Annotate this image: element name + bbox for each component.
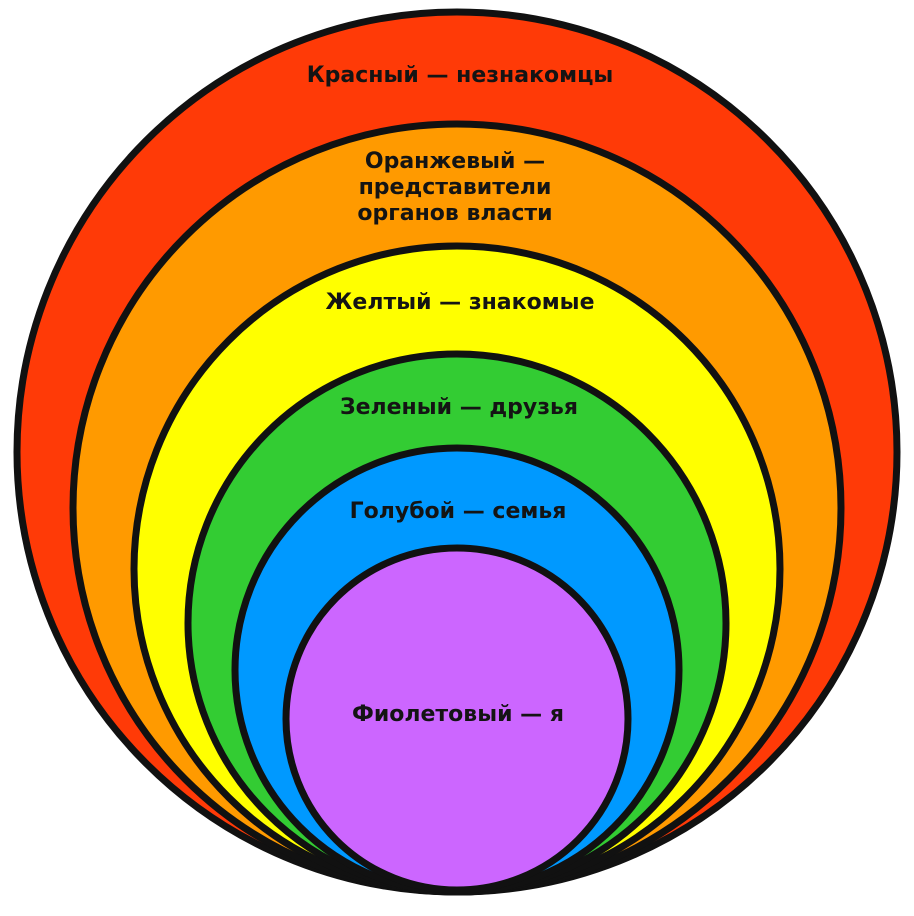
label-yellow: Желтый — знакомые (325, 290, 594, 315)
label-red: Красный — незнакомцы (307, 63, 614, 88)
label-orange-line-1: Оранжевый — (365, 149, 545, 174)
label-blue: Голубой — семья (350, 499, 567, 524)
label-orange-line-2: представители (359, 175, 552, 200)
label-orange-line-3: органов власти (357, 201, 552, 226)
label-green: Зеленый — друзья (340, 395, 578, 420)
ring-violet (282, 544, 632, 894)
label-violet: Фиолетовый — я (352, 702, 564, 727)
